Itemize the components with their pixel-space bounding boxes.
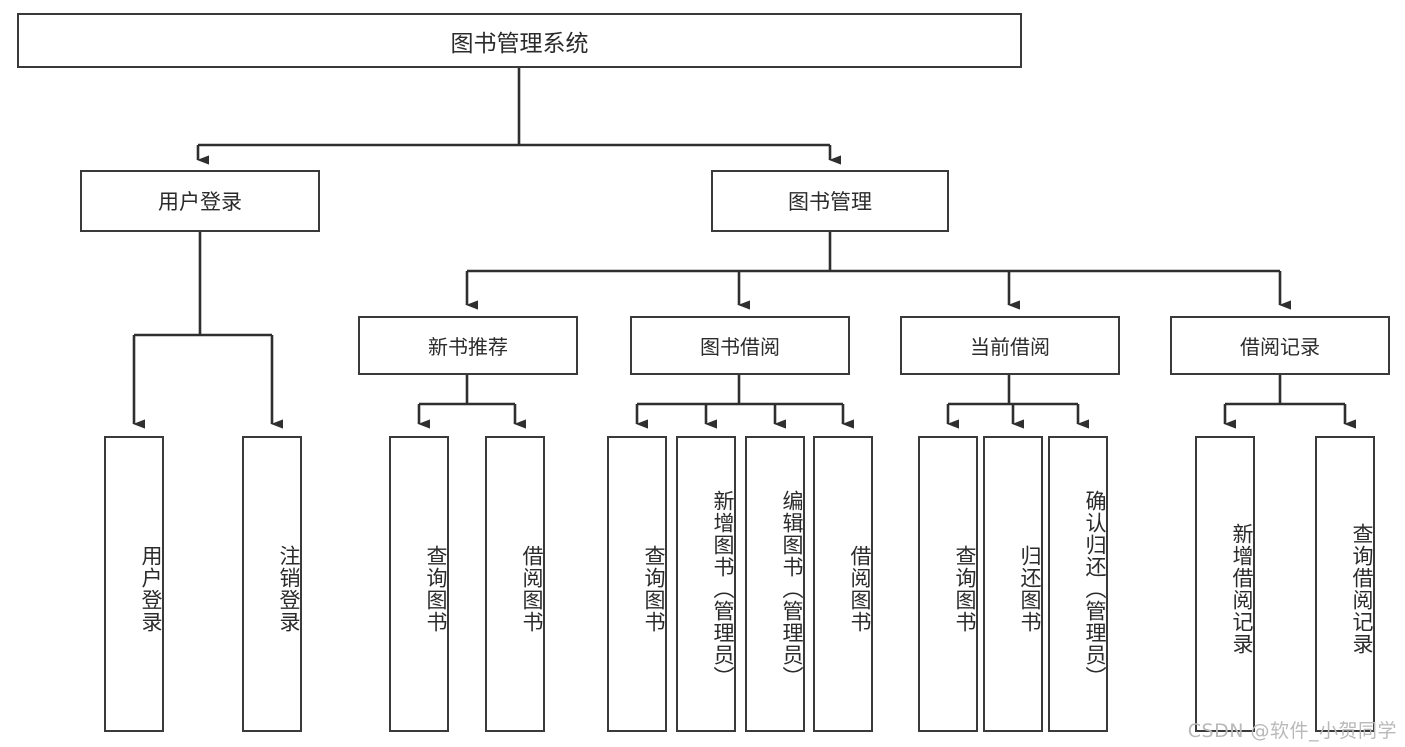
- node-label: 图书管理系统: [450, 30, 589, 57]
- node-leaf-edit-book[interactable]: 编辑图书（管理员）: [745, 436, 805, 732]
- node-leaf-add-record[interactable]: 新增借阅记录: [1195, 436, 1255, 732]
- node-label: 归还图书: [1018, 545, 1042, 633]
- node-label: 注销登录: [277, 545, 301, 633]
- node-leaf-logout[interactable]: 注销登录: [242, 436, 302, 732]
- node-leaf-query-book-1[interactable]: 查询图书: [389, 436, 449, 732]
- node-borrow-record[interactable]: 借阅记录: [1170, 316, 1390, 375]
- node-label: 查询借阅记录: [1350, 523, 1374, 655]
- csdn-watermark: CSDN @软件_小贺同学: [1187, 720, 1397, 742]
- node-root-system[interactable]: 图书管理系统: [17, 13, 1022, 68]
- node-label: 用户登录: [158, 190, 242, 214]
- node-leaf-confirm-return[interactable]: 确认归还（管理员）: [1048, 436, 1108, 732]
- node-label: 借阅图书: [520, 545, 544, 633]
- node-label: 确认归还（管理员）: [1083, 490, 1107, 688]
- node-new-book-rec[interactable]: 新书推荐: [358, 316, 578, 375]
- node-leaf-borrow-book-2[interactable]: 借阅图书: [813, 436, 873, 732]
- node-label: 用户登录: [139, 545, 163, 633]
- node-label: 新书推荐: [428, 335, 508, 359]
- node-user-login[interactable]: 用户登录: [80, 170, 320, 232]
- node-leaf-query-book-2[interactable]: 查询图书: [607, 436, 667, 732]
- node-label: 查询图书: [424, 545, 448, 633]
- node-label: 新增借阅记录: [1230, 523, 1254, 655]
- node-label: 当前借阅: [970, 335, 1050, 359]
- node-leaf-query-book-3[interactable]: 查询图书: [918, 436, 978, 732]
- node-book-manage[interactable]: 图书管理: [711, 170, 949, 232]
- node-leaf-add-book[interactable]: 新增图书（管理员）: [676, 436, 736, 732]
- node-label: 图书借阅: [700, 335, 780, 359]
- node-label: 图书管理: [788, 190, 872, 214]
- node-leaf-borrow-book-1[interactable]: 借阅图书: [485, 436, 545, 732]
- node-label: 编辑图书（管理员）: [780, 490, 804, 688]
- node-label: 借阅记录: [1240, 335, 1320, 359]
- node-label: 查询图书: [642, 545, 666, 633]
- node-label: 查询图书: [953, 545, 977, 633]
- node-leaf-user-login[interactable]: 用户登录: [104, 436, 164, 732]
- node-leaf-query-record[interactable]: 查询借阅记录: [1315, 436, 1375, 732]
- node-leaf-return-book[interactable]: 归还图书: [983, 436, 1043, 732]
- node-label: 新增图书（管理员）: [711, 490, 735, 688]
- node-current-borrow[interactable]: 当前借阅: [900, 316, 1120, 375]
- node-label: 借阅图书: [848, 545, 872, 633]
- node-book-borrow[interactable]: 图书借阅: [630, 316, 850, 375]
